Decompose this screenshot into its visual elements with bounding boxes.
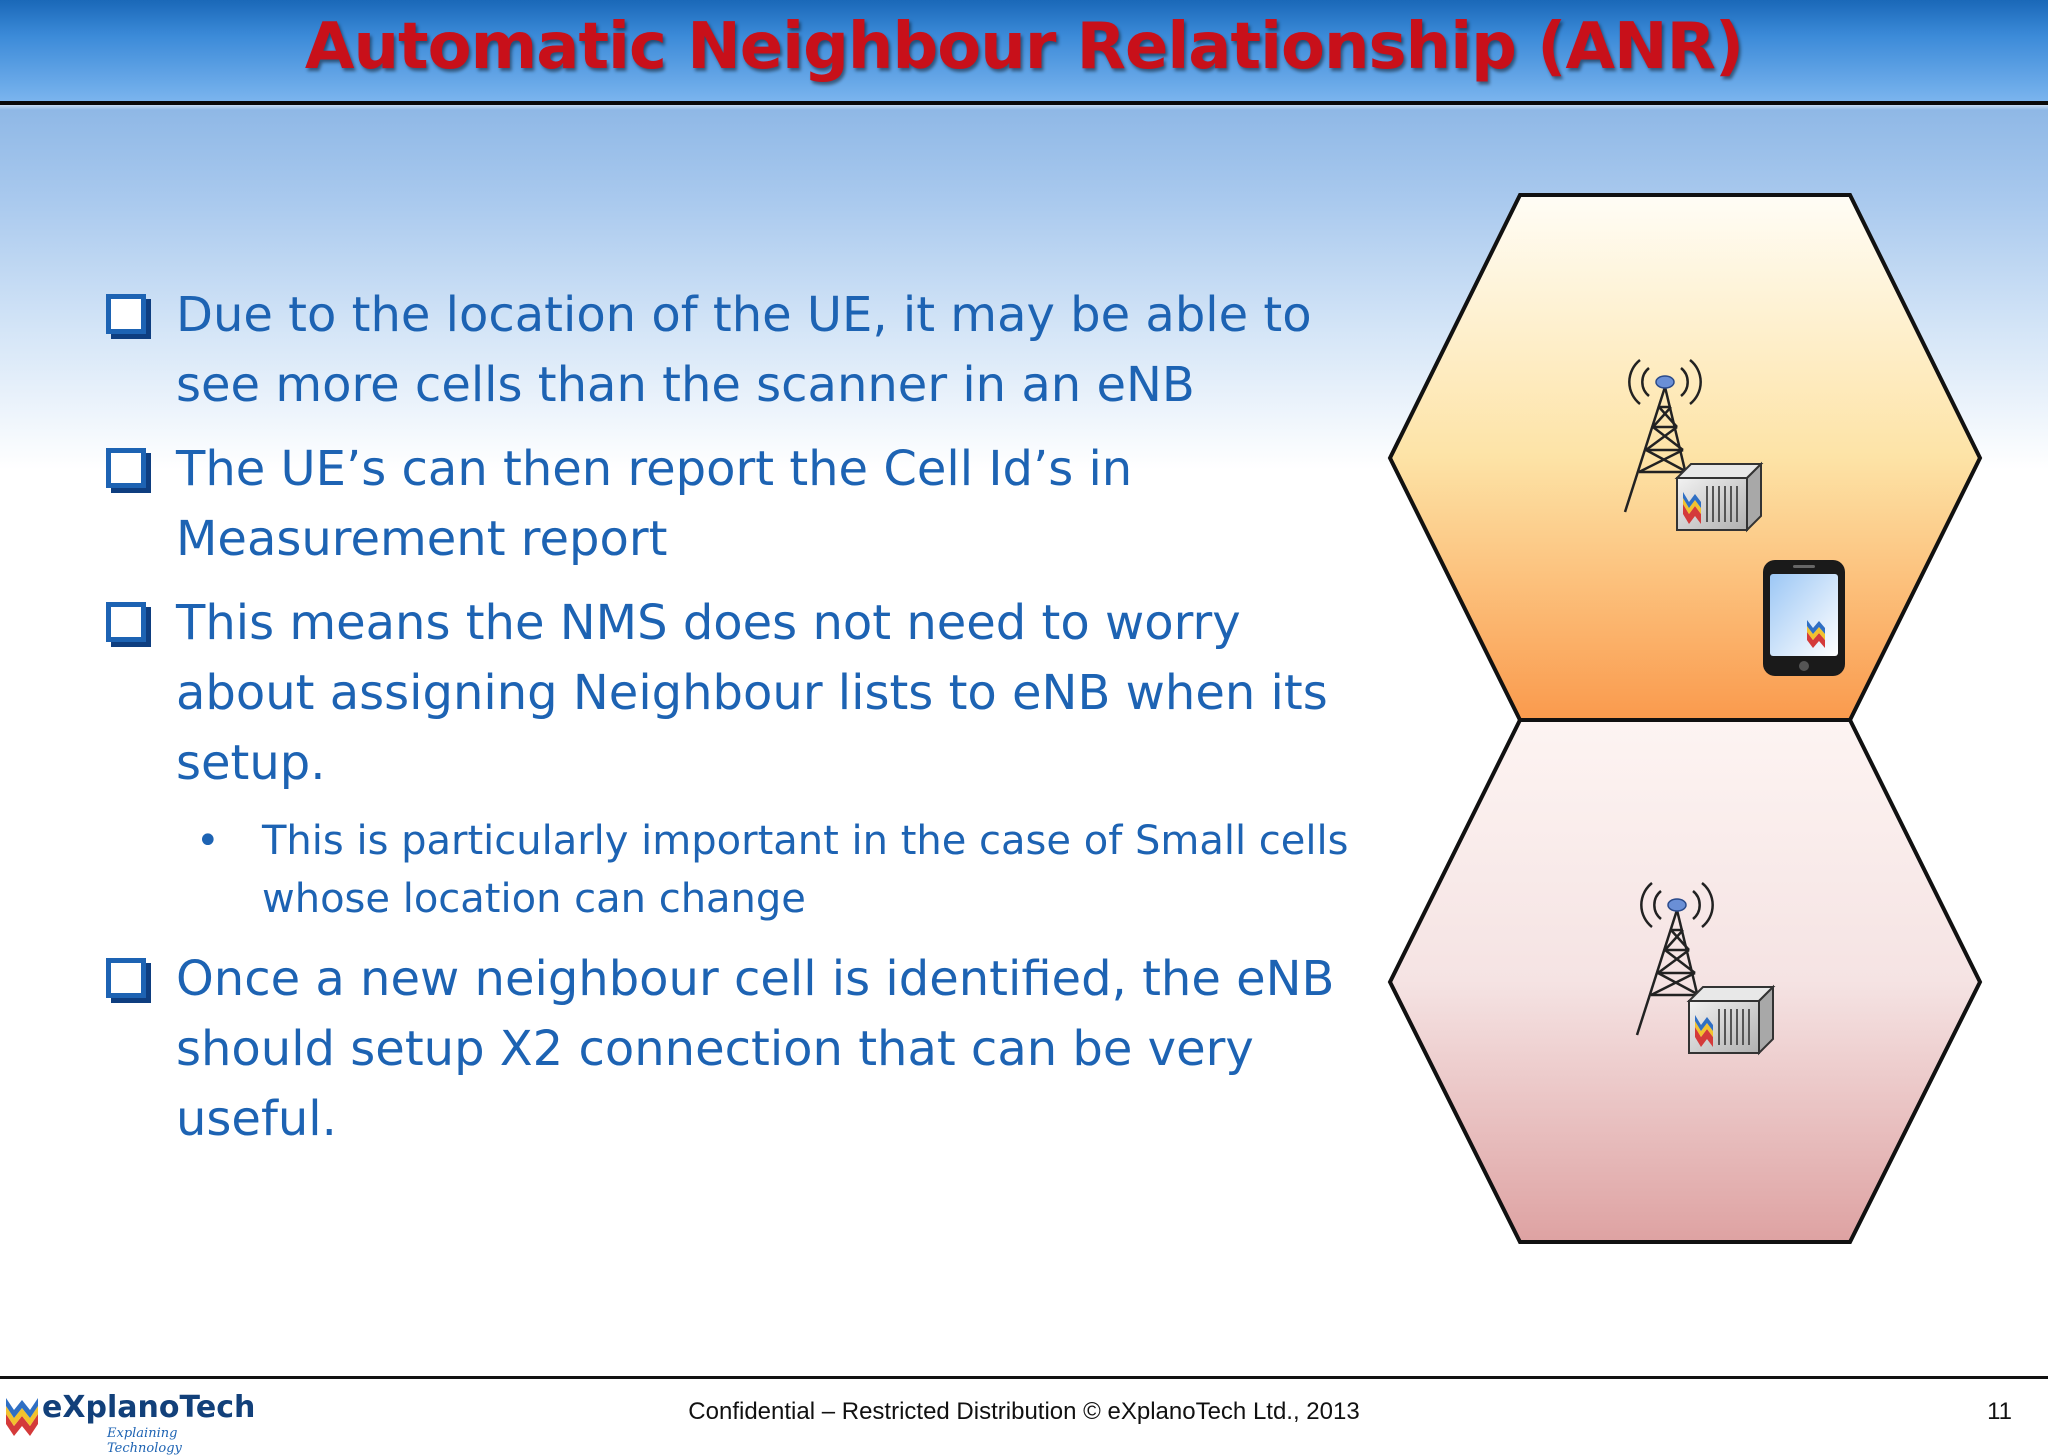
enb-cabinet-icon <box>1686 984 1776 1056</box>
page-number: 11 <box>1987 1398 2012 1425</box>
bullet-item: This means the NMS does not need to worr… <box>100 588 1350 798</box>
checkbox-bullet-icon <box>106 448 146 488</box>
bullet-line: should setup X2 connection that can be v… <box>176 1021 1254 1077</box>
bullet-line: Measurement report <box>176 511 668 567</box>
enb-cabinet-icon <box>1674 461 1764 533</box>
enb-site-bottom <box>1635 882 1776 1056</box>
mobile-phone-icon <box>1763 560 1845 676</box>
bullet-line: setup. <box>176 735 326 791</box>
page-title: Automatic Neighbour Relationship (ANR) <box>304 10 1744 84</box>
bullet-item: Due to the location of the UE, it may be… <box>100 280 1350 420</box>
sub-bullet-line: This is particularly important in the ca… <box>262 818 1349 864</box>
bottom-cell-hexagon <box>1387 718 1983 1244</box>
sub-bullet-line: whose location can change <box>262 876 806 922</box>
checkbox-bullet-icon <box>106 294 146 334</box>
bullet-line: Due to the location of the UE, it may be… <box>176 287 1312 343</box>
cell-diagram <box>1387 193 1983 1244</box>
logo-tagline: Explaining Technology <box>107 1426 182 1456</box>
checkbox-bullet-icon <box>106 958 146 998</box>
bullet-line: The UE’s can then report the Cell Id’s i… <box>176 441 1133 497</box>
title-bar: Automatic Neighbour Relationship (ANR) <box>0 0 2048 105</box>
footer-text: Confidential – Restricted Distribution ©… <box>688 1398 1360 1425</box>
bullet-line: useful. <box>176 1091 337 1147</box>
bullet-line: about assigning Neighbour lists to eNB w… <box>176 665 1328 721</box>
cell-tower-icon <box>1623 359 1702 513</box>
bullet-line: see more cells than the scanner in an eN… <box>176 357 1195 413</box>
bullet-item: The UE’s can then report the Cell Id’s i… <box>100 434 1350 574</box>
logo-name: eXplanoTech <box>42 1390 256 1425</box>
bullet-line: Once a new neighbour cell is identified,… <box>176 951 1335 1007</box>
checkbox-bullet-icon <box>106 602 146 642</box>
enb-site-top <box>1623 359 1764 533</box>
top-cell-hexagon <box>1387 193 1983 722</box>
bullet-list: Due to the location of the UE, it may be… <box>100 280 1350 1168</box>
sub-bullet-marker: • <box>196 818 220 864</box>
bullet-line: This means the NMS does not need to worr… <box>176 595 1241 651</box>
footer-divider <box>0 1376 2048 1379</box>
cell-tower-icon <box>1635 882 1714 1036</box>
bullet-item: Once a new neighbour cell is identified,… <box>100 944 1350 1154</box>
sub-bullet-item: • This is particularly important in the … <box>100 812 1350 928</box>
explanotech-logo-icon <box>6 1398 38 1436</box>
